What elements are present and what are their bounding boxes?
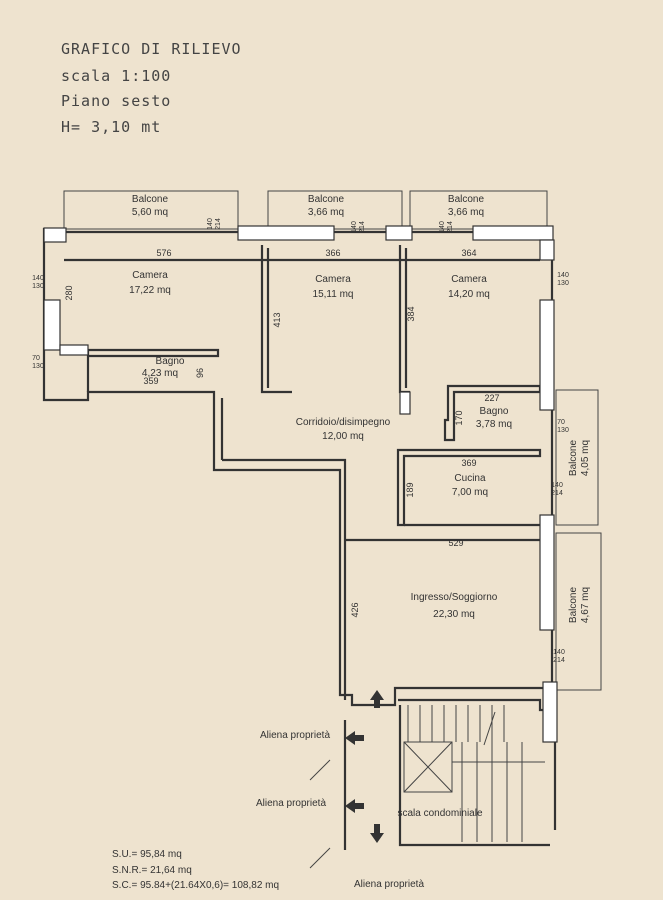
balcone-2-name: Balcone [308, 194, 345, 205]
balcone-1-area: 5,60 mq [132, 207, 168, 218]
win-214-cucina: 214 [551, 490, 563, 497]
dim-369: 369 [461, 458, 476, 468]
arrow-down-icon [370, 824, 384, 843]
dim-364: 364 [461, 248, 476, 258]
win-140-b: 140 [351, 221, 358, 233]
win-214-a: 214 [215, 218, 222, 230]
balcone-3-name: Balcone [448, 194, 485, 205]
dim-227: 227 [484, 393, 499, 403]
bagno-1-name: Bagno [156, 356, 185, 367]
win-130b-left: 130 [32, 363, 44, 370]
plan-height: H= 3,10 mt [61, 118, 162, 136]
camera-3-name: Camera [451, 274, 487, 285]
soggiorno-area: 22,30 mq [433, 609, 475, 620]
win-140-cucina: 140 [551, 482, 563, 489]
balcone-5-name: Balcone [568, 586, 579, 623]
aliena-proprieta-1: Aliena proprietà [260, 730, 330, 741]
win-70-right: 70 [557, 419, 565, 426]
superficie-commerciale: S.C.= 95.84+(21.64X0,6)= 108,82 mq [112, 880, 280, 891]
camera-1-area: 17,22 mq [129, 285, 171, 296]
win-140-left: 140 [32, 275, 44, 282]
win-214-b: 214 [359, 221, 366, 233]
aliena-proprieta-3: Aliena proprietà [354, 879, 424, 890]
dim-426: 426 [350, 602, 360, 617]
win-130b-right: 130 [557, 427, 569, 434]
superficie-utile: S.U.= 95,84 mq [112, 849, 182, 860]
dim-576: 576 [156, 248, 171, 258]
win-140-c: 140 [439, 221, 446, 233]
dim-366: 366 [325, 248, 340, 258]
scala-condominiale-label: scala condominiale [397, 808, 482, 819]
win-214-c: 214 [447, 221, 454, 233]
balcony-outline-1 [63, 190, 239, 230]
cucina-area: 7,00 mq [452, 487, 488, 498]
plan-scale: scala 1:100 [61, 67, 172, 85]
win-130-right: 130 [557, 280, 569, 287]
balcone-4-name: Balcone [568, 439, 579, 476]
dim-170: 170 [454, 410, 464, 425]
bagno-2-area: 3,78 mq [476, 419, 512, 430]
camera-2-name: Camera [315, 274, 351, 285]
balcone-4-area: 4,05 mq [580, 440, 591, 476]
balcony-outline-4 [555, 389, 599, 526]
balcone-5-area: 4,67 mq [580, 587, 591, 623]
win-70-left: 70 [32, 355, 40, 362]
soggiorno-name: Ingresso/Soggiorno [411, 592, 498, 603]
dim-413: 413 [272, 312, 282, 327]
balcone-2-area: 3,66 mq [308, 207, 344, 218]
balcone-3-area: 3,66 mq [448, 207, 484, 218]
bagno-2-name: Bagno [480, 406, 509, 417]
plan-title: GRAFICO DI RILIEVO [61, 40, 242, 58]
arrow-left-icon [345, 731, 364, 745]
dim-189: 189 [405, 482, 415, 497]
arrow-left-icon [345, 799, 364, 813]
balcony-outline-5 [555, 532, 602, 691]
dim-96: 96 [195, 368, 205, 378]
dim-280: 280 [64, 285, 74, 300]
superficie-non-residenziale: S.N.R.= 21,64 mq [112, 865, 192, 876]
balcony-outline-2 [267, 190, 403, 230]
cucina-name: Cucina [454, 473, 486, 484]
win-214-soggiorno: 214 [553, 657, 565, 664]
win-130-left: 130 [32, 283, 44, 290]
arrow-up-icon [370, 690, 384, 708]
win-140-soggiorno: 140 [553, 649, 565, 656]
corridoio-name: Corridoio/disimpegno [296, 417, 391, 428]
dim-529: 529 [448, 538, 463, 548]
bagno-1-area: 4,23 mq [142, 368, 178, 379]
camera-1-name: Camera [132, 270, 168, 281]
dim-384: 384 [406, 306, 416, 321]
balcone-1-name: Balcone [132, 194, 169, 205]
camera-2-area: 15,11 mq [313, 289, 354, 300]
corridoio-area: 12,00 mq [322, 431, 364, 442]
dim-359: 359 [143, 376, 158, 386]
win-140-a: 140 [207, 218, 214, 230]
aliena-proprieta-2: Aliena proprietà [256, 798, 326, 809]
win-140-right: 140 [557, 272, 569, 279]
camera-3-area: 14,20 mq [448, 289, 490, 300]
plan-floor: Piano sesto [61, 92, 172, 110]
